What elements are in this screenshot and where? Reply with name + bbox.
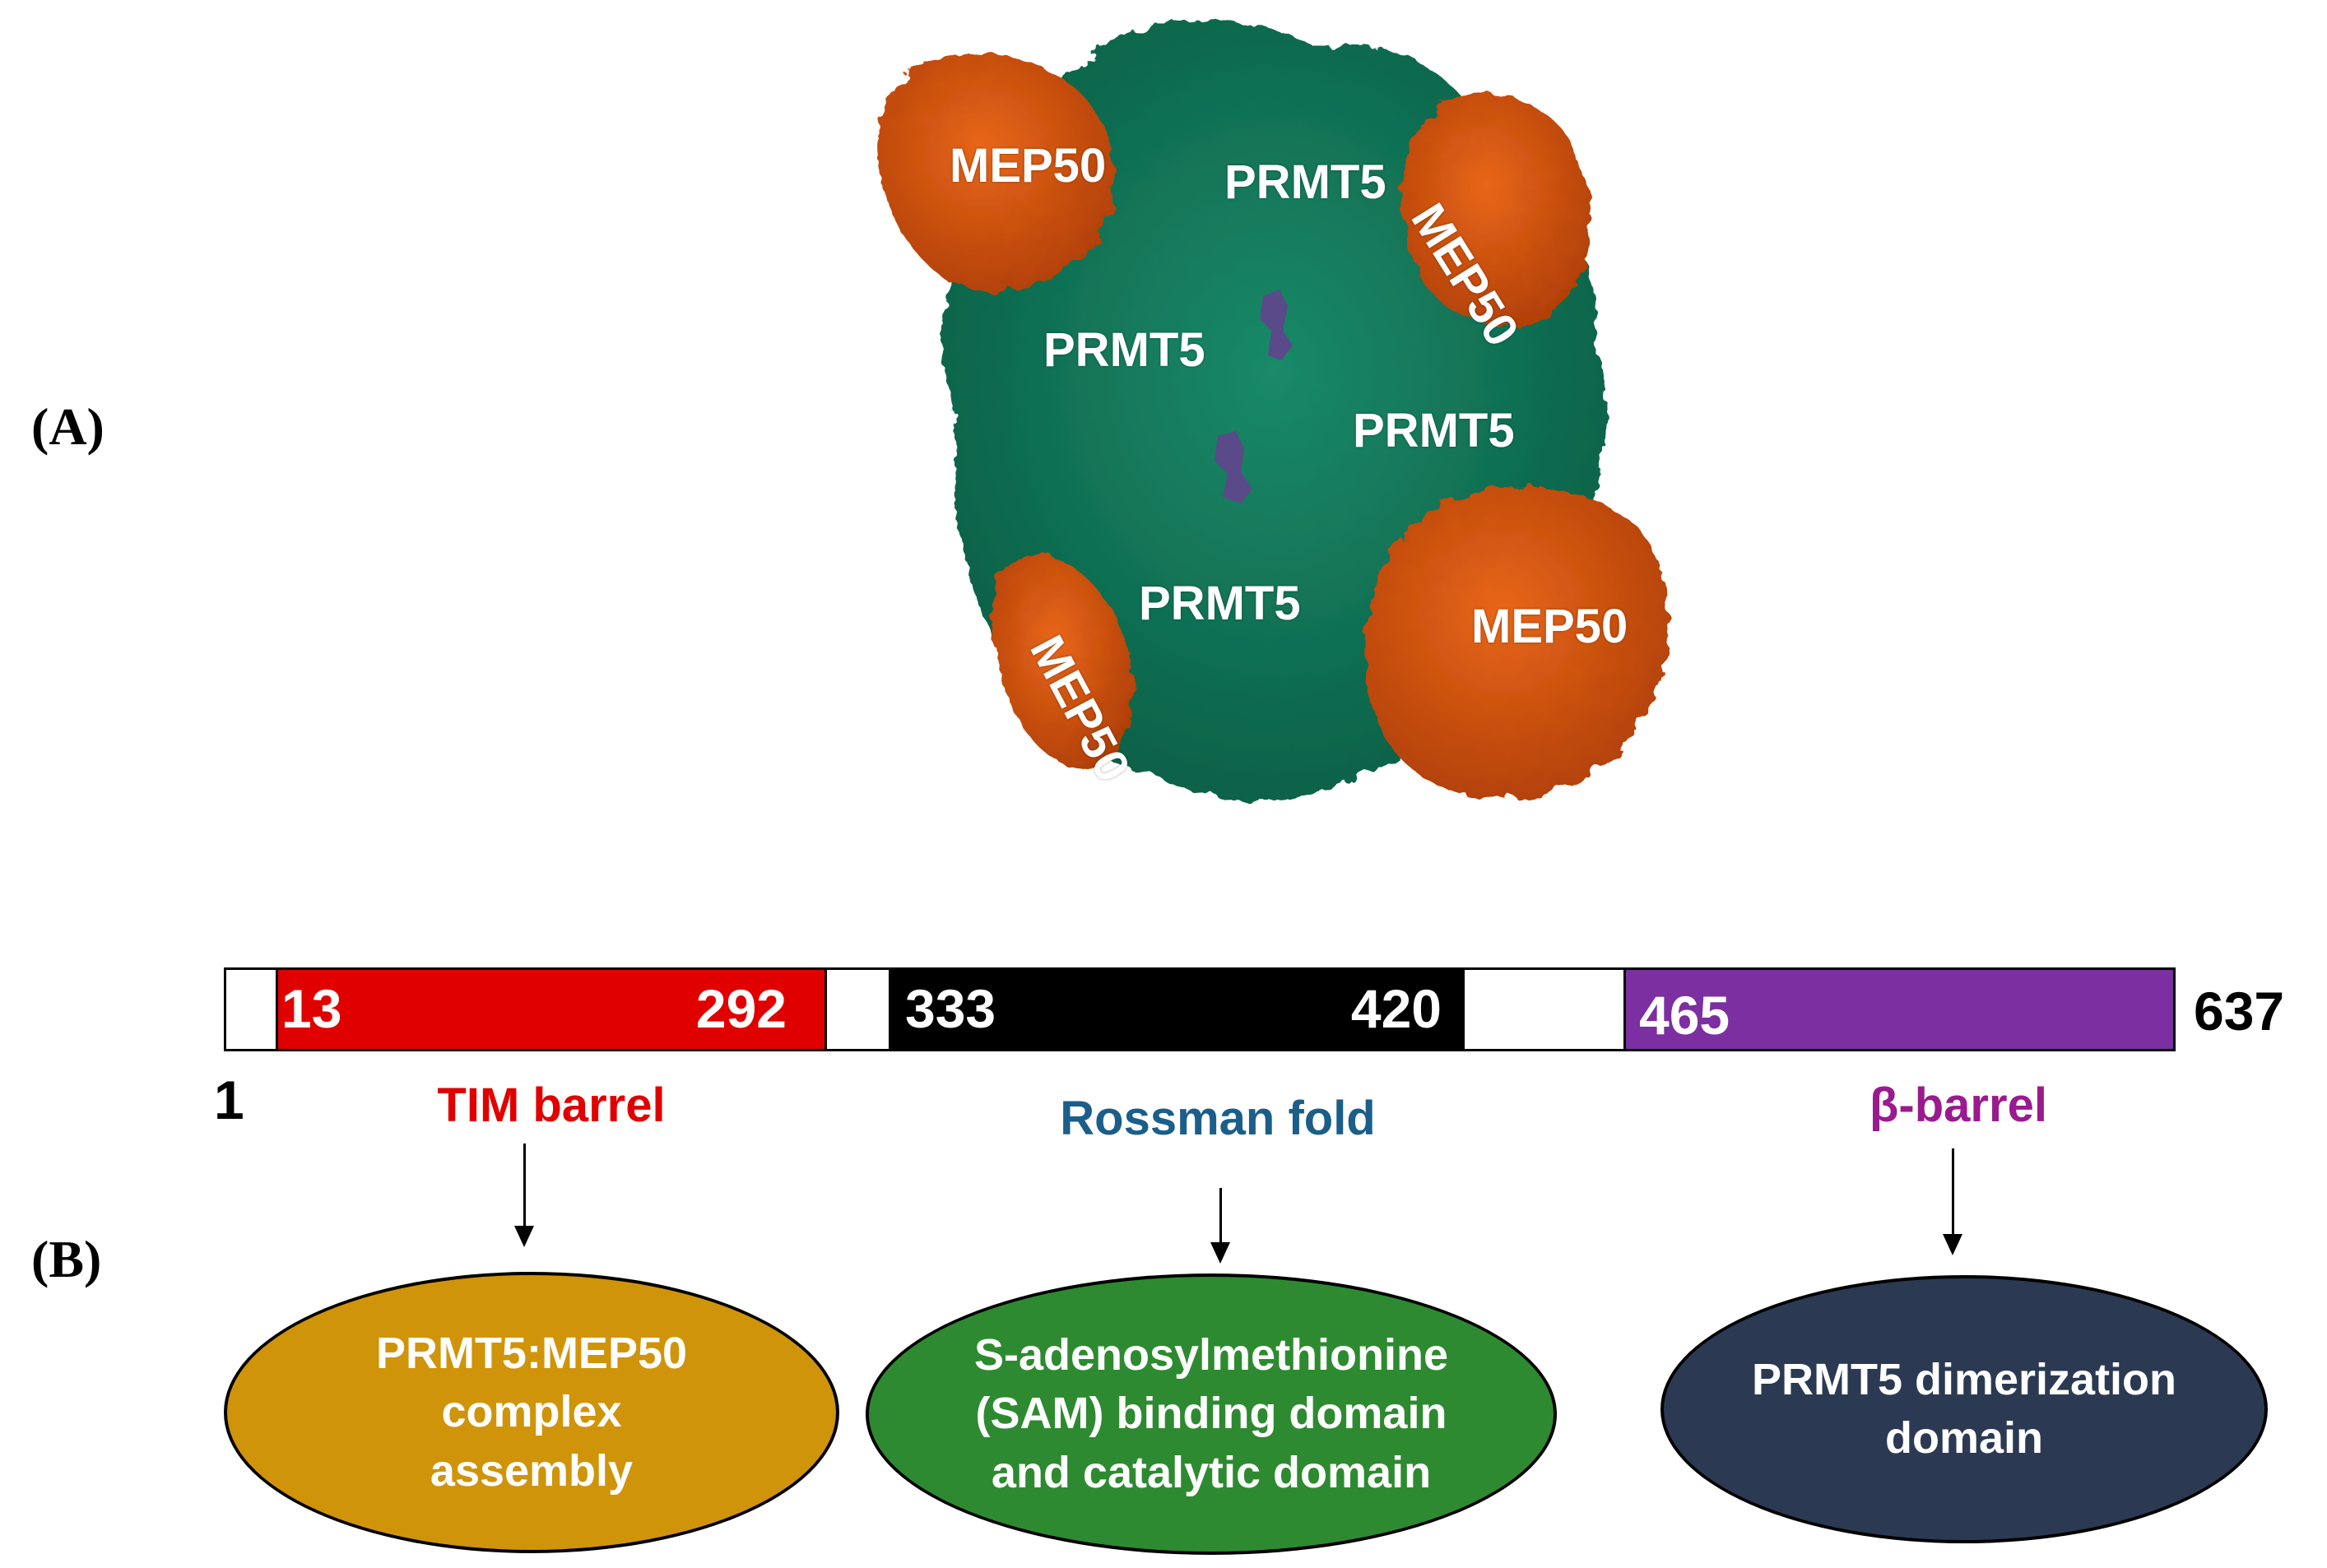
label-prmt5-bottom: PRMT5 [1139, 577, 1301, 630]
domain-bar: 13 292 333 420 465 [224, 967, 2176, 1051]
label-prmt5-top: PRMT5 [1224, 155, 1386, 209]
label-prmt5-right: PRMT5 [1353, 404, 1515, 457]
arrow-beta-barrel [1943, 1148, 1962, 1255]
segment-tim-barrel: 13 292 [276, 970, 827, 1049]
mep50-top-right [1401, 93, 1591, 327]
label-mep50-bottom-right: MEP50 [1471, 600, 1628, 653]
rossman-start-number: 333 [905, 978, 996, 1039]
structure-surface-image [879, 21, 1670, 800]
arrow-rossman-fold [1210, 1188, 1230, 1264]
prmt5-mep50-structure: MEP50 PRMT5 MEP50 PRMT5 PRMT5 MEP50 PRMT… [856, 0, 1679, 823]
ellipse-complex-assembly: PRMT5:MEP50 complex assembly [224, 1272, 839, 1553]
domain-name-beta-barrel: β-barrel [1869, 1079, 2047, 1132]
arrow-tim-barrel [514, 1144, 534, 1247]
ligand-lower [1215, 431, 1252, 503]
segment-rossman-fold: 333 420 [889, 970, 1465, 1049]
domain-name-tim-barrel: TIM barrel [437, 1079, 666, 1132]
ellipse-dimerization: PRMT5 dimerization domain [1660, 1275, 2268, 1543]
beta-start-number: 465 [1639, 985, 1730, 1046]
segment-beta-barrel: 465 [1623, 970, 2173, 1049]
function-sam-binding: S-adenosylmethionine (SAM) binding domai… [973, 1330, 1449, 1497]
panel-label-b: (B) [31, 1230, 102, 1288]
mep50-bottom-right [1364, 487, 1670, 800]
panel-label-a: (A) [31, 397, 105, 456]
mep50-bottom-left [992, 554, 1134, 769]
ligand-upper [1260, 290, 1293, 360]
tim-start-number: 13 [281, 978, 342, 1039]
rossman-end-number: 420 [1350, 978, 1442, 1039]
label-mep50-top-left: MEP50 [950, 139, 1107, 193]
function-dimerization: PRMT5 dimerization domain [1751, 1354, 2177, 1463]
sequence-start-number: 1 [214, 1069, 244, 1130]
tim-end-number: 292 [695, 978, 787, 1039]
function-complex-assembly: PRMT5:MEP50 complex assembly [375, 1329, 688, 1496]
mep50-top-left [879, 53, 1115, 292]
sequence-end-number: 637 [2194, 981, 2285, 1041]
label-prmt5-left: PRMT5 [1043, 323, 1205, 377]
domain-name-rossman-fold: Rossman fold [1060, 1092, 1376, 1145]
ellipse-sam-binding: S-adenosylmethionine (SAM) binding domai… [866, 1273, 1557, 1555]
